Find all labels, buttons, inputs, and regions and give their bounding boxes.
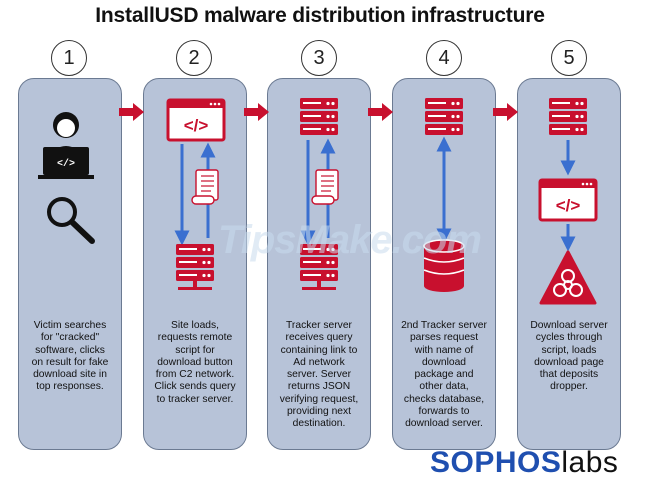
server-icon bbox=[300, 98, 338, 135]
flow-arrow-2-3 bbox=[244, 103, 269, 121]
step-number-1: 1 bbox=[51, 40, 87, 76]
step-number-4: 4 bbox=[426, 40, 462, 76]
logo-brand-main: SOPHOS bbox=[430, 446, 562, 479]
flow-arrow-1-2 bbox=[119, 103, 144, 121]
script-scroll-icon bbox=[311, 169, 339, 205]
server-icon bbox=[176, 244, 214, 290]
step-description-2: Site loads, requests remote script for d… bbox=[154, 320, 236, 405]
magnifier-icon bbox=[47, 197, 95, 244]
webpage-code-icon bbox=[538, 178, 598, 222]
database-icon bbox=[423, 239, 465, 292]
step-description-3: Tracker server receives query containing… bbox=[279, 320, 359, 430]
logo-brand-suffix: labs bbox=[561, 446, 619, 479]
step-panel-1 bbox=[18, 78, 122, 450]
watermark: TipsMake.com bbox=[218, 218, 482, 262]
user-laptop-icon: </> bbox=[38, 112, 94, 179]
step-description-5: Download server cycles through script, l… bbox=[530, 320, 608, 393]
server-icon bbox=[425, 98, 463, 135]
script-scroll-icon bbox=[191, 169, 219, 205]
diagram-title: InstallUSD malware distribution infrastr… bbox=[95, 4, 545, 27]
webpage-code-icon bbox=[166, 98, 226, 142]
flow-arrow-4-5 bbox=[493, 103, 518, 121]
step-description-1: Victim searches for "cracked" software, … bbox=[31, 320, 109, 393]
biohazard-icon bbox=[539, 250, 597, 305]
server-icon bbox=[549, 98, 587, 135]
step-number-5: 5 bbox=[551, 40, 587, 76]
flow-arrow-3-4 bbox=[368, 103, 393, 121]
step-number-2: 2 bbox=[176, 40, 212, 76]
svg-text:</>: </> bbox=[57, 158, 75, 170]
step-number-3: 3 bbox=[301, 40, 337, 76]
sophoslabs-logo: SOPHOSlabs bbox=[430, 446, 618, 480]
step-description-4: 2nd Tracker server parses request with n… bbox=[401, 320, 487, 430]
